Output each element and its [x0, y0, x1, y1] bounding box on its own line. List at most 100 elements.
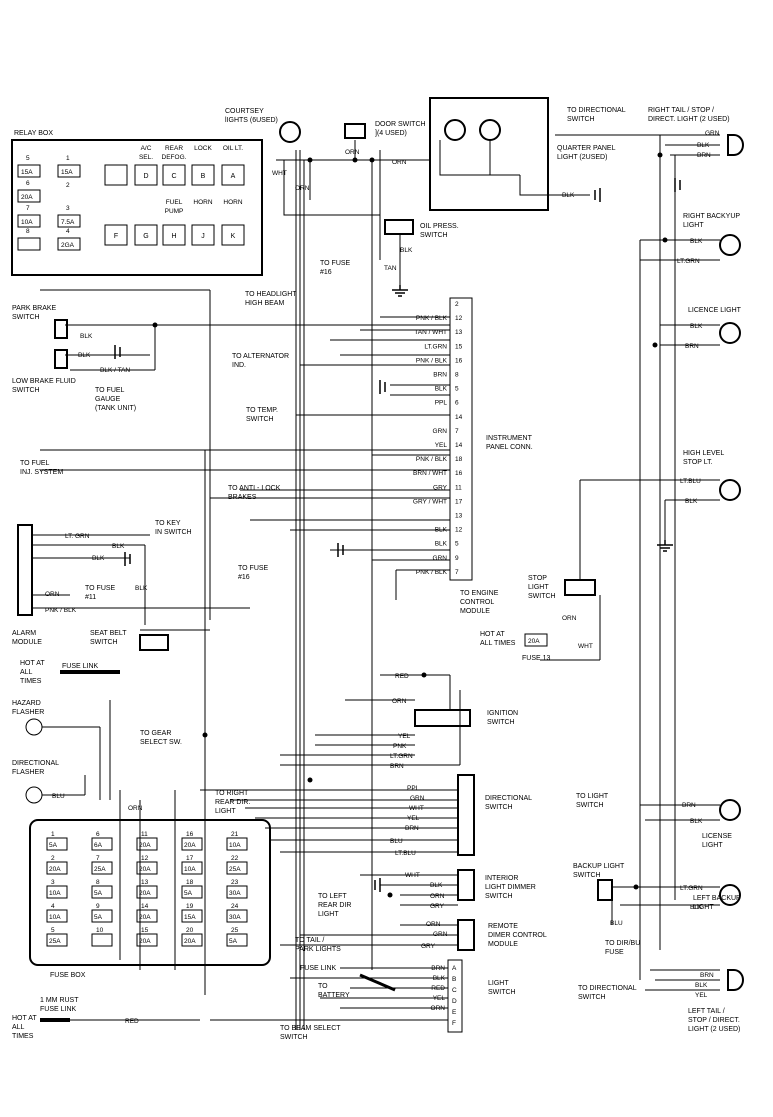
- to-fuel-inj-label: TO FUEL: [20, 460, 50, 467]
- fuse-number: 23: [231, 879, 239, 886]
- relay-fuse-value: 2GA: [61, 242, 75, 249]
- relay-fuse-6: [17, 237, 41, 251]
- wire-label-tan-oil: TAN: [384, 265, 397, 272]
- connector-wire-label: TAN / WHT: [414, 329, 447, 336]
- fuse-value: 25A: [94, 866, 106, 873]
- fuse-number: 15: [141, 927, 149, 934]
- fuse-value: 25A: [49, 938, 61, 945]
- remote-dimmer-label: MODULE: [488, 941, 518, 948]
- wire-label-orn-rem: ORN: [426, 921, 441, 928]
- fuse-number: 24: [231, 903, 239, 910]
- hot-at-all-times-bottom-label: TIMES: [12, 1033, 34, 1040]
- fuse-12: [136, 861, 158, 875]
- to-key-label: IN SWITCH: [155, 529, 192, 536]
- wire-label-orn-ign: ORN: [392, 698, 407, 705]
- to-left-rear-label: TO LEFT: [318, 893, 347, 900]
- wire-label-brn-dir: BRN: [405, 825, 419, 832]
- door-switch-label: DOOR SWITCH: [375, 121, 426, 128]
- wire-label-blk-rbk: BLK: [690, 238, 703, 245]
- to-directional-top-label: TO DIRECTIONAL: [567, 107, 626, 114]
- ignition-switch-label: SWITCH: [487, 719, 515, 726]
- low-brake-label: SWITCH: [12, 387, 40, 394]
- to-fuse11-label: TO FUSE: [85, 585, 116, 592]
- stop-light-label: STOP: [528, 575, 547, 582]
- to-anti-lock-label: BRAKES: [228, 494, 257, 501]
- to-right-rear-label: LIGHT: [215, 808, 236, 815]
- connector-pin: 8: [455, 372, 459, 379]
- lamps: [279, 119, 744, 991]
- connector-pin: 5: [455, 386, 459, 393]
- wire-label-grn-rt: GRN: [705, 130, 720, 137]
- fuse-value: 20A: [139, 866, 151, 873]
- wire-label-wht-dir: WHT: [409, 805, 424, 812]
- fuse-20: [181, 933, 203, 947]
- relay-letter: G: [143, 233, 148, 240]
- wire-label-orn-int: ORN: [430, 893, 445, 900]
- fuse-14: [136, 909, 158, 923]
- connector-pin: 16: [455, 470, 463, 477]
- stop-light-switch: [564, 579, 596, 596]
- relay-D: [134, 164, 158, 186]
- backup-light-switch-label: SWITCH: [573, 872, 601, 879]
- hazard-flasher-label: FLASHER: [12, 709, 44, 716]
- connector-pin: 15: [455, 343, 463, 350]
- relay-fuse-value: 7.5A: [61, 219, 75, 226]
- wire-label-blk-quarter: BLK: [562, 192, 575, 199]
- oil-press-label: SWITCH: [420, 232, 448, 239]
- wire-label-ltgrn-lbk: LT.GRN: [680, 885, 703, 892]
- rust-fuse-label: 1 MM RUST: [40, 997, 79, 1004]
- fuse-value: 10A: [49, 890, 61, 897]
- fuse-link-label: FUSE LINK: [62, 663, 99, 670]
- connector-pin: 16: [455, 357, 463, 364]
- fuse-number: 2: [51, 855, 55, 862]
- to-fuse11-label: #11: [85, 594, 96, 601]
- wire-label-wht-stop: WHT: [578, 643, 593, 650]
- connector-wire-label: BRN: [433, 372, 447, 379]
- to-beam-label: SWITCH: [280, 1034, 308, 1041]
- wire-label-yel-dir: YEL: [407, 815, 420, 822]
- fuse-number: 1: [51, 831, 55, 838]
- relay-letter: C: [171, 173, 176, 180]
- relay-fuse-num: 1: [66, 155, 70, 162]
- relay-fuse-num: 6: [26, 180, 30, 187]
- fuse-number: 8: [96, 879, 100, 886]
- to-temp-label: SWITCH: [246, 416, 274, 423]
- stop-light-label: LIGHT: [528, 584, 549, 591]
- relay-letter: B: [201, 173, 206, 180]
- connector-wire-label: GRN: [433, 555, 448, 562]
- light-switch-pin: A: [452, 965, 457, 972]
- directional-switch-label: SWITCH: [485, 804, 513, 811]
- wire-label-blk-low: BLK: [78, 352, 91, 359]
- fuse-number: 11: [141, 831, 148, 838]
- fuse-value: 10A: [184, 866, 196, 873]
- to-fuse16-mid-label: #16: [238, 574, 250, 581]
- fuse-value: 30A: [229, 890, 241, 897]
- to-engine-label: TO ENGINE: [460, 590, 499, 597]
- fuse-15: [136, 933, 158, 947]
- to-anti-lock-label: TO ANTI - LOCK: [228, 485, 281, 492]
- relay-A: [221, 164, 245, 186]
- relay-letter: A: [231, 173, 236, 180]
- fuse-number: 13: [141, 879, 149, 886]
- wire-label-pnkblk-alarm: PNK / BLK: [45, 607, 77, 614]
- remote-dimmer-label: REMOTE: [488, 923, 518, 930]
- fuse-number: 4: [51, 903, 55, 910]
- relay-caption: REAR: [165, 145, 183, 152]
- right-tail-label: RIGHT TAIL / STOP /: [648, 107, 714, 114]
- wire-label-red-bottom: RED: [125, 1018, 139, 1025]
- light-switch-pin: E: [452, 1009, 457, 1016]
- wire-label-orn-quarter: ORN: [392, 159, 407, 166]
- light-switch-pin: B: [452, 976, 456, 983]
- light-switch-pin: F: [452, 1020, 456, 1027]
- to-left-rear-label: REAR DIR: [318, 902, 351, 909]
- light-switch-wire-label: ORN: [431, 1005, 446, 1012]
- relay-B: [191, 164, 215, 186]
- connector-wire-label: BLK: [435, 386, 448, 393]
- instrument-panel-label: PANEL CONN.: [486, 444, 533, 451]
- right-backup-label: RIGHT BACKYUP: [683, 213, 740, 220]
- to-right-rear-label: TO RIGHT: [215, 790, 249, 797]
- wire-label-orn-fusebox: ORN: [128, 805, 143, 812]
- fuse-value: 10A: [49, 914, 61, 921]
- to-directional-bottom-label: SWITCH: [578, 994, 606, 1001]
